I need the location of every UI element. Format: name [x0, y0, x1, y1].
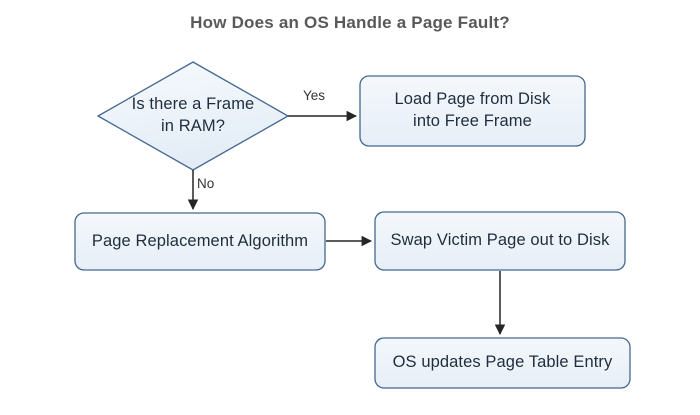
edge-label-yes: Yes	[303, 88, 326, 103]
node-swap-victim-page-shape	[374, 211, 626, 271]
node-swap-victim-page[interactable]	[375, 212, 625, 270]
edge-label-no: No	[197, 176, 215, 191]
node-load-page-from-disk[interactable]	[360, 76, 585, 146]
node-page-replacement-algorithm[interactable]	[75, 213, 325, 270]
node-load-page-from-disk-shape	[359, 75, 586, 147]
node-decision-frame-in-ram[interactable]	[98, 62, 288, 170]
node-os-updates-page-table-entry[interactable]	[375, 338, 630, 388]
page-title: How Does an OS Handle a Page Fault?	[190, 13, 510, 32]
node-os-updates-page-table-entry-shape	[374, 337, 631, 389]
node-page-replacement-algorithm-shape	[74, 212, 326, 271]
